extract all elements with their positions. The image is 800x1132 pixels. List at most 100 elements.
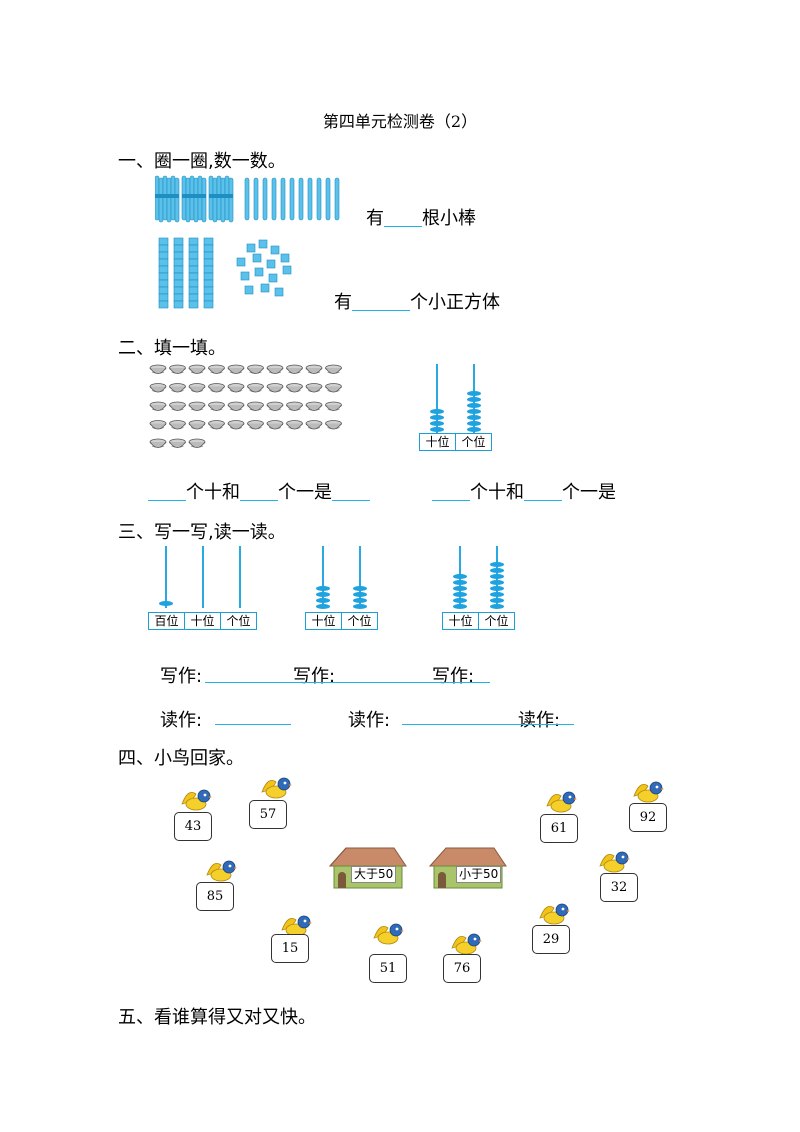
abacus-bead — [490, 598, 504, 603]
place-value-box: 十位 个位 — [442, 612, 515, 630]
number-card[interactable]: 76 — [443, 954, 481, 983]
loose-stick — [262, 177, 268, 221]
bowl — [208, 364, 225, 374]
abacus-bead — [453, 586, 467, 591]
tens-beads — [453, 573, 467, 610]
abacus-68: 十位 个位 — [442, 544, 516, 636]
total-blank[interactable] — [332, 482, 370, 501]
abacus-bead — [316, 604, 330, 609]
ones-count-blank[interactable] — [524, 482, 562, 501]
ones-beads — [353, 585, 367, 610]
number-card[interactable]: 32 — [600, 873, 638, 902]
read-answer-line-2[interactable] — [402, 724, 574, 725]
abacus-bead — [353, 592, 367, 597]
bowl — [325, 420, 342, 430]
bowl — [188, 420, 206, 430]
house-less-label: 小于50 — [456, 866, 502, 883]
abacus-bead — [430, 409, 444, 414]
abacus-bead — [490, 604, 504, 609]
number-card[interactable]: 92 — [629, 803, 667, 832]
bowl — [325, 383, 342, 393]
loose-stick — [316, 177, 322, 221]
section2-heading: 二、填一填。 — [118, 338, 226, 359]
bird-icon — [373, 923, 404, 945]
abacus-bead — [490, 586, 504, 591]
number-card[interactable]: 57 — [249, 800, 287, 829]
number-card[interactable]: 15 — [271, 934, 309, 963]
bowl — [188, 401, 206, 411]
bowl — [325, 364, 342, 374]
sticks-suffix: 根小棒 — [422, 208, 476, 229]
bowl — [247, 364, 264, 374]
loose-sticks — [244, 177, 340, 221]
read-label-2: 读作: — [348, 710, 391, 731]
abacus-bead — [159, 601, 173, 606]
unit-cube — [266, 259, 276, 269]
tens-count-blank[interactable] — [148, 482, 186, 501]
loose-stick — [325, 177, 331, 221]
unit-cube — [246, 243, 256, 253]
ones-beads — [490, 561, 504, 610]
abacus-bead — [453, 604, 467, 609]
number-card[interactable]: 51 — [369, 954, 407, 983]
loose-stick — [298, 177, 304, 221]
bowl — [169, 383, 186, 393]
tens-label: 十位 — [420, 434, 456, 450]
abacus-bead — [453, 592, 467, 597]
write-answer-line[interactable] — [205, 682, 490, 683]
abacus-bead — [467, 427, 481, 432]
ones-rod — [359, 546, 361, 608]
bowl — [227, 420, 245, 430]
bowl — [149, 364, 167, 374]
fill-text: 个一是 — [278, 482, 332, 503]
page-title: 第四单元检测卷（2） — [322, 112, 478, 131]
bird-icon — [181, 789, 212, 811]
abacus-44: 十位 个位 — [305, 544, 379, 636]
number-card[interactable]: 43 — [174, 812, 212, 841]
abacus-bead — [490, 568, 504, 573]
stick-bundle — [208, 175, 234, 223]
read-answer-line-1[interactable] — [215, 724, 291, 725]
bowl-group — [149, 364, 342, 448]
bowl — [188, 383, 206, 393]
bowl — [227, 401, 245, 411]
hundreds-beads — [159, 600, 173, 607]
bowl — [149, 401, 167, 411]
section4-heading: 四、小鸟回家。 — [118, 748, 244, 769]
number-card[interactable]: 29 — [532, 925, 570, 954]
stick-bundles — [155, 175, 234, 223]
abacus-bead — [316, 592, 330, 597]
abacus-bead — [490, 574, 504, 579]
abacus-bead — [453, 580, 467, 585]
bird-icon — [261, 777, 292, 799]
bowl — [169, 420, 186, 430]
write-label-2: 写作: — [293, 666, 336, 687]
abacus-bead — [467, 409, 481, 414]
unit-cube — [240, 271, 250, 281]
unit-cube — [244, 285, 254, 295]
number-card[interactable]: 61 — [540, 814, 578, 843]
sticks-blank[interactable] — [384, 208, 422, 227]
abacus-bead — [453, 598, 467, 603]
loose-stick — [289, 177, 295, 221]
hundreds-rod — [165, 546, 167, 608]
bowl — [169, 438, 186, 448]
stick-bundle — [155, 175, 180, 223]
bowl — [286, 401, 303, 411]
abacus-bead — [490, 580, 504, 585]
bird-icon — [281, 915, 312, 937]
loose-stick — [253, 177, 259, 221]
abacus-bead — [467, 403, 481, 408]
abacus-bead — [467, 415, 481, 420]
cubes-suffix: 个小正方体 — [410, 292, 500, 313]
bowl — [247, 383, 264, 393]
number-card[interactable]: 85 — [196, 882, 234, 911]
cubes-blank[interactable] — [352, 292, 410, 311]
tens-count-blank[interactable] — [432, 482, 470, 501]
read-label-1: 读作: — [160, 710, 203, 731]
abacus-bead — [353, 598, 367, 603]
bowl — [227, 364, 245, 374]
ones-label: 个位 — [484, 614, 509, 628]
bowl — [305, 420, 323, 430]
ones-count-blank[interactable] — [240, 482, 278, 501]
